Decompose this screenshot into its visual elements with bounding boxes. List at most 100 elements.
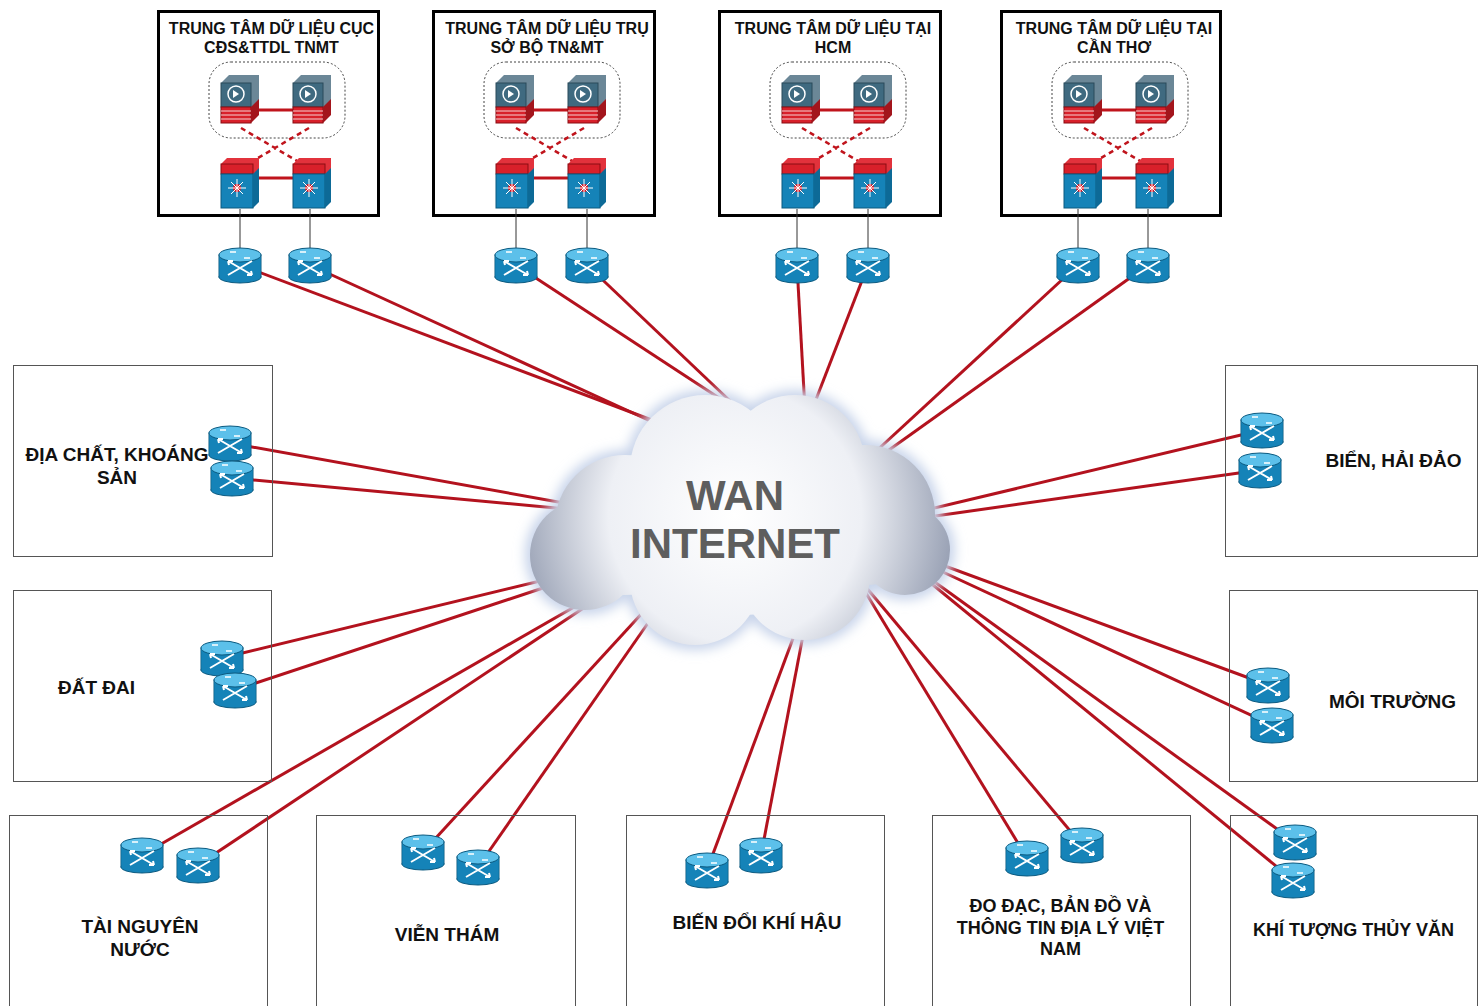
drawing-part: [854, 111, 884, 112]
core-switch-icon: [1064, 158, 1102, 208]
router-icon: [1006, 841, 1048, 876]
drawing-part: [1070, 841, 1094, 855]
drawing-part: [212, 645, 232, 651]
router-icon: [209, 426, 251, 461]
drawing-part: [568, 158, 606, 178]
drawing-part: [1143, 179, 1161, 197]
ha-link: [526, 109, 568, 112]
drawing-part: [293, 158, 331, 178]
wan-link: [232, 478, 577, 510]
drawing-part: [496, 164, 528, 174]
drawing-part: [566, 271, 608, 283]
drawing-part: [785, 261, 809, 275]
drawing-part: [1262, 712, 1282, 718]
drawing-part: [298, 261, 322, 275]
firewall-icon: [1064, 75, 1102, 123]
drawing-part: [568, 75, 606, 115]
drawing-part: [457, 873, 499, 885]
drawing-part: [178, 855, 219, 877]
router-icon: [847, 248, 889, 283]
drawing-part: [222, 465, 242, 471]
drawing-part: [580, 184, 588, 192]
drawing-part: [1274, 832, 1316, 854]
drawing-part: [751, 842, 771, 848]
drawing-part: [201, 648, 243, 670]
site-box: TÀI NGUYÊN NƯỚC: [9, 815, 268, 1006]
drawing-part: [225, 677, 245, 683]
drawing-part: [121, 838, 163, 852]
site-label: MÔI TRƯỜNG: [1310, 691, 1475, 714]
drawing-part: [575, 261, 599, 275]
drawing-part: [130, 851, 154, 865]
site-box: BIỂN, HẢI ĐẢO: [1225, 365, 1478, 557]
drawing-part: [814, 168, 820, 208]
core-switch-icon: [221, 158, 259, 208]
drawing-part: [1057, 255, 1099, 277]
drawing-part: [1136, 107, 1166, 123]
wan-cloud: WAN INTERNET: [505, 375, 965, 650]
drawing-part: [211, 461, 253, 475]
drawing-part: [1136, 174, 1168, 208]
drawing-part: [289, 248, 331, 262]
drawing-part: [854, 83, 884, 107]
wan-link: [872, 265, 1078, 455]
drawing-part: [209, 433, 251, 455]
wan-link: [761, 625, 805, 855]
drawing-part: [854, 158, 892, 178]
drawing-part: [1272, 886, 1314, 898]
drawing-part: [598, 99, 606, 123]
drawing-part: [506, 252, 526, 258]
wan-link: [707, 625, 798, 870]
drawing-part: [466, 863, 490, 877]
router-icon: [1127, 248, 1169, 283]
site-label: ĐỊA CHẤT, KHOÁNG SẢN: [22, 444, 212, 490]
firewall-icon: [854, 75, 892, 123]
drawing-part: [402, 842, 444, 864]
drawing-part: [221, 115, 251, 116]
drawing-part: [847, 271, 889, 283]
drawing-part: [1241, 436, 1283, 448]
drawing-part: [787, 252, 807, 258]
drawing-part: [861, 86, 877, 102]
drawing-part: [1064, 115, 1094, 116]
drawing-part: [402, 835, 444, 849]
drawing-part: [1247, 675, 1289, 697]
drawing-part: [402, 858, 444, 870]
site-box: BIẾN ĐỔI KHÍ HẬU: [626, 815, 885, 1006]
drawing-part: [121, 861, 163, 873]
drawing-part: [1006, 848, 1048, 870]
router-icon: [566, 248, 608, 283]
core-switch-icon: [496, 158, 534, 208]
drawing-part: [1136, 164, 1168, 174]
drawing-part: [201, 664, 243, 676]
router-icon: [1239, 453, 1281, 488]
router-icon: [1272, 863, 1314, 898]
drawing-part: [812, 99, 820, 123]
drawing-part: [210, 433, 251, 455]
drawing-part: [1058, 255, 1099, 277]
drawing-part: [219, 255, 261, 277]
drawing-part: [1275, 832, 1316, 854]
drawing-part: [749, 851, 773, 865]
drawing-part: [782, 83, 812, 107]
drawing-part: [1064, 75, 1102, 115]
drawing-part: [777, 255, 818, 277]
wan-link: [925, 575, 1295, 842]
ha-link: [812, 109, 854, 112]
drawing-part: [504, 261, 528, 275]
router-icon: [201, 641, 243, 676]
drawing-part: [300, 179, 318, 197]
drawing-part: [740, 838, 782, 852]
drawing-part: [228, 261, 252, 275]
drawing-part: [1251, 715, 1293, 737]
drawing-part: [1285, 829, 1305, 835]
data-center-title: TRUNG TÂM DỮ LIỆU TRỤ SỞ BỘ TN&MT: [435, 19, 659, 57]
drawing-part: [858, 252, 878, 258]
ha-link: [251, 177, 293, 180]
drawing-part: [1064, 174, 1096, 208]
drawing-part: [1057, 248, 1099, 262]
core-switch-icon: [782, 158, 820, 208]
drawing-part: [1166, 99, 1174, 123]
drawing-part: [220, 474, 244, 488]
drawing-part: [566, 255, 608, 277]
